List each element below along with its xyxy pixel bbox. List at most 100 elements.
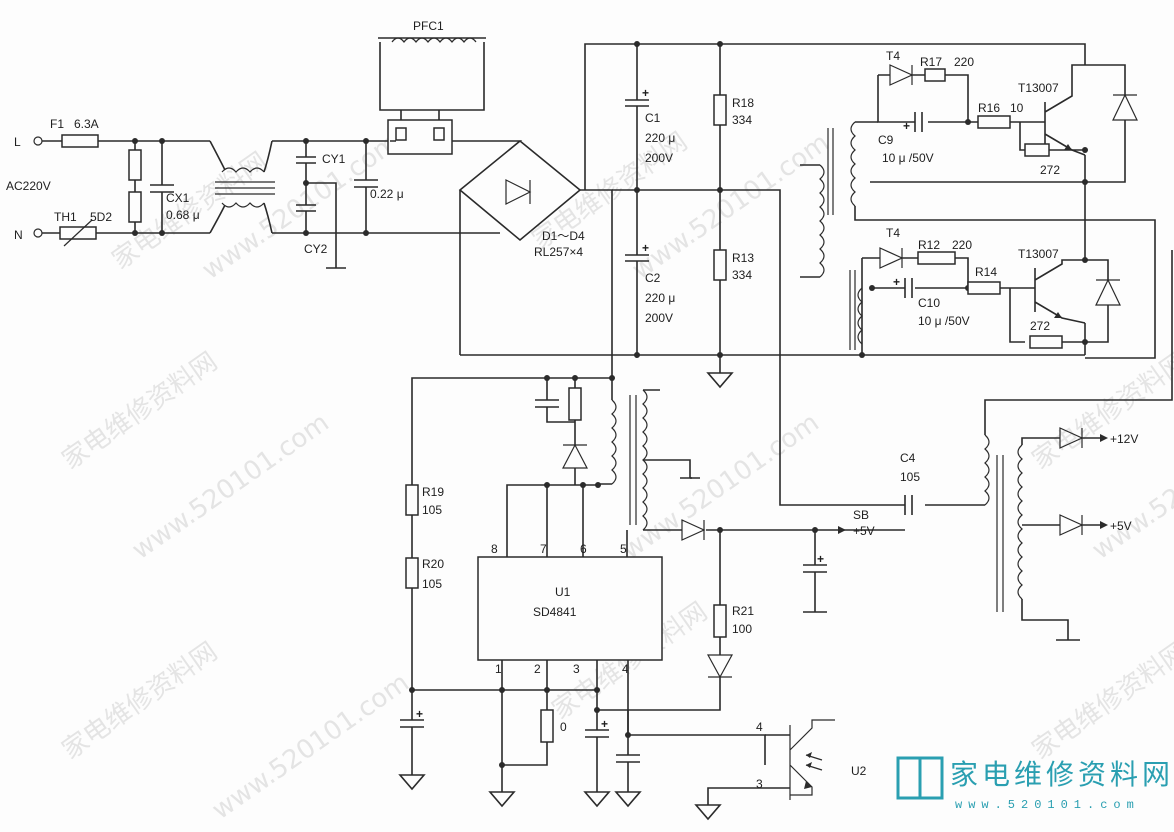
label-5v-output: +5V [1110,519,1132,533]
label-pin7: 7 [540,542,547,556]
label-q1: T13007 [1018,81,1059,95]
label-pin1: 1 [495,662,502,676]
label-u2-pin3: 3 [756,777,763,791]
label-c2-value: 220 μ [645,291,675,305]
label-c9-value: 10 μ /50V [882,151,934,165]
label-r21: R21 [732,604,754,618]
label-f1: F1 [50,117,64,131]
snubber-resistor [568,387,582,421]
label-c10-value: 10 μ /50V [918,314,970,328]
label-t4-lower: T4 [886,226,900,240]
resistor-r21 [713,604,727,638]
pfc-bridge-section: PFC1 D1～D4 RL257×4 [378,19,613,355]
label-c2-voltage: 200V [645,311,673,325]
resistor-r20 [405,557,419,589]
resistor-r13 [713,249,727,281]
label-cy1: CY1 [322,152,346,166]
label-r0: 0 [560,720,567,734]
label-bridge: D1～D4 [542,229,585,243]
label-sb-5v: +5V [853,524,875,538]
drive-transformer-primary [819,164,825,278]
label-r13-value: 334 [732,268,752,282]
site-logo: 家电维修资料网 www.520101.com [896,756,1170,812]
label-u2: U2 [851,764,867,778]
cm-choke-coils [221,167,265,208]
label-f1-value: 6.3A [74,117,99,131]
label-r19: R19 [422,485,444,499]
label-q2: T13007 [1018,247,1059,261]
label-r18: R18 [732,96,754,110]
main-transformer-secondary [1017,444,1023,600]
label-u2-pin4: 4 [756,720,763,734]
resistor-0ohm [540,709,554,743]
watermark-url: www.520101.com [207,668,415,826]
label-cx1-value: 0.68 μ [166,208,200,222]
label-t4-upper: T4 [886,49,900,63]
label-c1: C1 [645,111,661,125]
label-r16-value: 10 [1010,101,1024,115]
label-th1-value: 5D2 [90,210,112,224]
watermark-text: 家电维修资料网 [1027,637,1174,766]
label-N: N [14,228,23,242]
label-r21-value: 100 [732,622,752,636]
label-u1: U1 [555,585,571,599]
fuse-f1 [61,134,99,148]
label-c9: C9 [878,133,894,147]
label-L: L [14,135,21,149]
resistor-r18 [713,94,727,126]
label-th1: TH1 [54,210,77,224]
main-output-section: C4 105 +12V +5V [900,250,1173,641]
standby-section: R19 105 R20 105 SB +5V + R21 100 U1 [398,355,905,821]
label-c2: C2 [645,271,661,285]
terminal-N [33,228,43,238]
label-r20: R20 [422,557,444,571]
label-cy2: CY2 [304,242,328,256]
label-c10: C10 [918,296,940,310]
bleeder-resistor-2 [128,191,142,223]
svg-text:+: + [601,717,608,731]
resistor-r14 [967,281,1001,295]
ic-u1 [477,556,663,661]
resistor-r16 [977,115,1011,129]
label-c1-value: 220 μ [645,131,675,145]
label-sb: SB [853,508,869,522]
label-c1-voltage: 200V [645,151,673,165]
label-c4-value: 105 [900,470,920,484]
pfc-inductor [391,37,477,43]
label-cap-022: 0.22 μ [370,187,404,201]
main-transformer-primary [984,434,990,506]
bleeder-resistor-1 [128,149,142,181]
logo-url: www.520101.com [955,798,1140,812]
label-u1-part: SD4841 [533,605,577,619]
label-r12-value: 220 [952,238,972,252]
svg-text:+: + [642,86,649,100]
svg-text:+: + [893,275,900,289]
label-pin4: 4 [622,662,629,676]
ground-symbol [706,372,734,389]
svg-text:+: + [416,707,423,721]
label-pin3: 3 [573,662,580,676]
label-r18-value: 334 [732,113,752,127]
label-272-upper: 272 [1040,163,1060,177]
label-r20-value: 105 [422,577,442,591]
label-r19-value: 105 [422,503,442,517]
label-12v-output: +12V [1110,432,1138,446]
label-pin6: 6 [580,542,587,556]
watermark-text: 家电维修资料网 [57,637,223,766]
svg-text:+: + [642,241,649,255]
label-pin2: 2 [534,662,541,676]
resistor-272-upper [1024,143,1050,157]
label-r17: R17 [920,55,942,69]
watermark-url: www.520101.com [127,408,335,566]
resistor-r19 [405,484,419,516]
label-pin5: 5 [620,542,627,556]
label-r13: R13 [732,251,754,265]
label-pfc1: PFC1 [413,19,444,33]
watermark-text: 家电维修资料网 [57,347,223,476]
terminal-L [33,136,43,146]
label-ac220v: AC220V [6,179,51,193]
label-r17-value: 220 [954,55,974,69]
drive-winding-upper [850,121,856,207]
